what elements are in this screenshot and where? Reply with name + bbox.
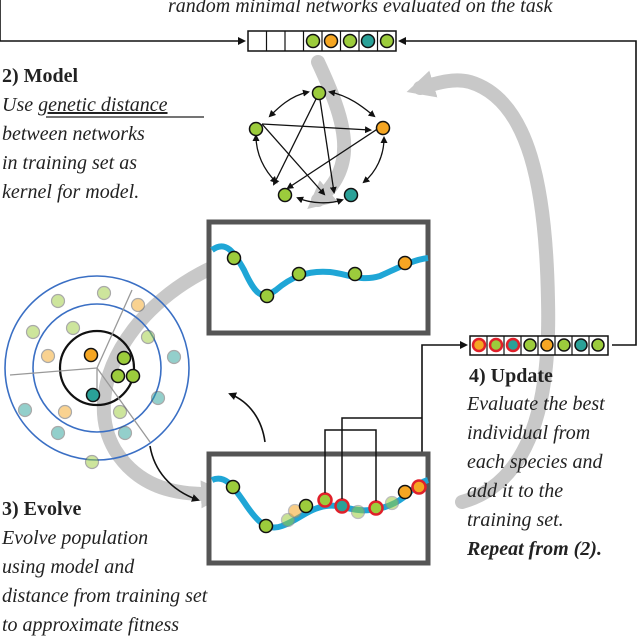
array-cell-dot — [379, 33, 395, 49]
elite-individual — [116, 350, 132, 366]
sample-point — [258, 518, 274, 534]
model-text: 2) Model Use genetic distance between ne… — [2, 65, 204, 203]
sample-point — [291, 266, 307, 282]
selected-candidate — [317, 492, 333, 508]
selected-candidate — [368, 500, 384, 516]
update-line3: each species and — [467, 451, 604, 473]
sample-point — [259, 288, 275, 304]
evolve-line2: using model and — [2, 556, 135, 578]
update-line5: training set. — [467, 509, 564, 531]
network-node — [375, 120, 391, 136]
model-line4: kernel for model. — [2, 181, 139, 203]
selected-candidate — [411, 479, 427, 495]
sample-point — [347, 266, 363, 282]
flow-arrow-update-to-top — [406, 70, 556, 509]
evolve-heading: 3) Evolve — [2, 498, 82, 520]
model-fitness-panel — [206, 219, 431, 336]
elite-individual — [110, 368, 126, 384]
evolve-text: 3) Evolve Evolve population using model … — [1, 498, 208, 636]
connector-arrows — [0, 0, 637, 502]
elite-individual — [85, 387, 101, 403]
array-cell-dot — [342, 33, 358, 49]
network-node — [248, 121, 264, 137]
update-line1: Evaluate the best — [466, 393, 605, 415]
sample-point — [298, 498, 314, 514]
model-line2: between networks — [2, 123, 145, 145]
model-line3: in training set as — [2, 152, 137, 174]
update-array — [469, 335, 609, 356]
array-cell-dot — [323, 33, 339, 49]
evolve-line1: Evolve population — [1, 527, 148, 549]
network-node — [311, 85, 327, 101]
array-cell-dot — [305, 33, 321, 49]
array-cell-dot — [360, 33, 376, 49]
evolve-fitness-panel — [206, 417, 431, 566]
sample-point — [225, 479, 241, 495]
flow-arrow-model-down — [307, 55, 352, 209]
evolve-line3: distance from training set — [2, 585, 208, 607]
update-line6: Repeat from (2). — [466, 538, 602, 560]
top-caption: random minimal networks evaluated on the… — [168, 0, 554, 17]
training-set-array — [247, 30, 397, 52]
elite-individual — [125, 368, 141, 384]
selected-candidate — [334, 498, 350, 514]
network-node — [277, 187, 293, 203]
sample-point — [397, 484, 413, 500]
update-line4: add it to the — [467, 480, 563, 502]
update-text: 4) Update Evaluate the best individual f… — [466, 365, 605, 560]
species-population-rings — [4, 275, 190, 470]
network-node — [343, 187, 359, 203]
sample-point — [397, 255, 413, 271]
network-graph — [248, 85, 391, 205]
update-heading: 4) Update — [469, 365, 553, 387]
update-line2: individual from — [467, 422, 590, 444]
model-heading: 2) Model — [2, 65, 79, 87]
model-line1: Use genetic distance — [2, 94, 168, 116]
sample-point — [226, 250, 242, 266]
elite-individual — [83, 347, 99, 363]
evolve-line4: to approximate fitness — [2, 614, 179, 636]
